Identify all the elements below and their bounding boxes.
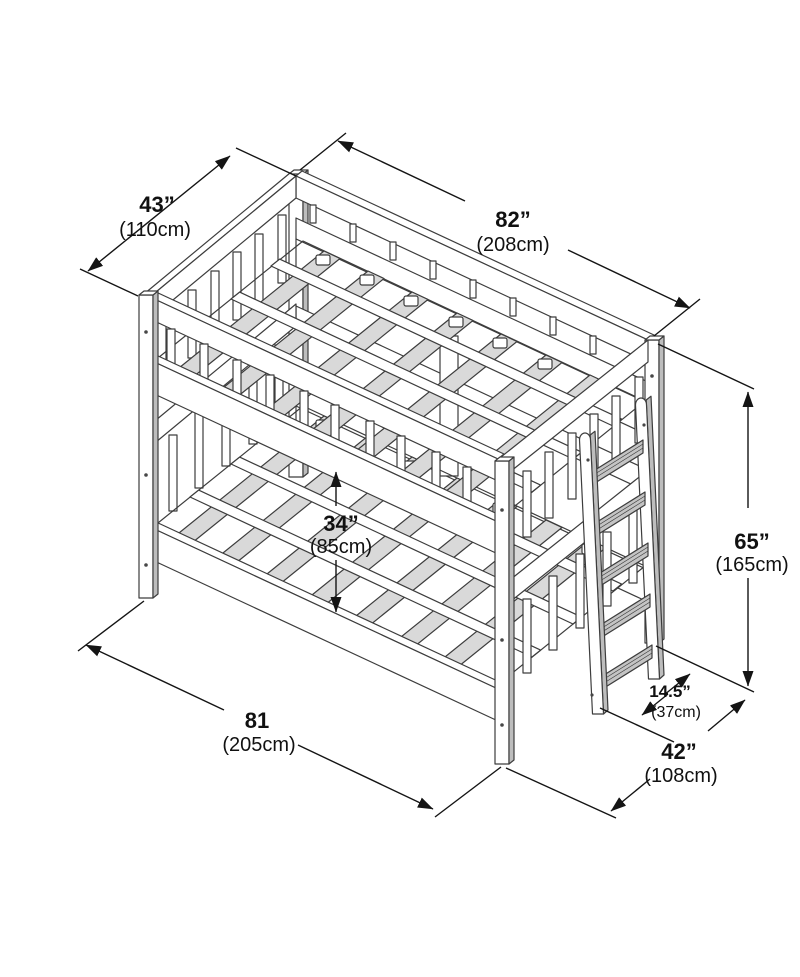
bunk-bed-drawing	[138, 169, 665, 765]
dim-ladder-depth: 14.5” (37cm)	[599, 673, 701, 743]
near-head-post	[138, 290, 159, 599]
dim-label-ladder-inches: 14.5”	[649, 682, 691, 701]
dim-label-bottom-length-cm: (205cm)	[222, 734, 295, 756]
dim-bottom-length: 81 (205cm)	[77, 600, 502, 818]
ladder-screw-holes	[586, 423, 646, 697]
dim-label-top-length-cm: (208cm)	[476, 234, 549, 256]
dim-label-bottom-length-inches: 81	[245, 708, 269, 733]
dim-label-height-inches: 65”	[734, 529, 769, 554]
near-foot-post	[494, 456, 515, 765]
dim-bottom-width: 42” (108cm)	[505, 699, 746, 819]
dim-label-clearance-cm: (85cm)	[310, 536, 372, 558]
dim-label-headboard-width-cm: (110cm)	[119, 219, 191, 241]
dim-top-length: 82” (208cm)	[299, 132, 701, 337]
dim-label-top-length-inches: 82”	[495, 207, 530, 232]
slat-brackets-top	[315, 254, 553, 370]
top-bunk-guard-rail	[149, 291, 505, 555]
screw-holes	[144, 330, 654, 727]
dim-label-height-cm: (165cm)	[715, 554, 788, 576]
ladder	[578, 395, 665, 715]
dim-label-headboard-width-inches: 43”	[139, 192, 174, 217]
dim-bunk-clearance: 34” (85cm)	[310, 471, 372, 613]
dim-label-bottom-width-cm: (108cm)	[644, 765, 717, 787]
dim-label-clearance-inches: 34”	[323, 511, 358, 536]
ladder-near-rail	[578, 430, 609, 715]
dim-label-ladder-cm: (37cm)	[651, 704, 701, 721]
dim-headboard-width: 43” (110cm)	[79, 147, 297, 297]
ladder-far-rail	[634, 395, 665, 680]
dim-label-bottom-width-inches: 42”	[661, 739, 696, 764]
dim-overall-height: 65” (165cm)	[655, 343, 789, 693]
dimension-annotations: 43” (110cm) 82” (208cm) 34” (85cm) 65” (…	[77, 132, 789, 819]
